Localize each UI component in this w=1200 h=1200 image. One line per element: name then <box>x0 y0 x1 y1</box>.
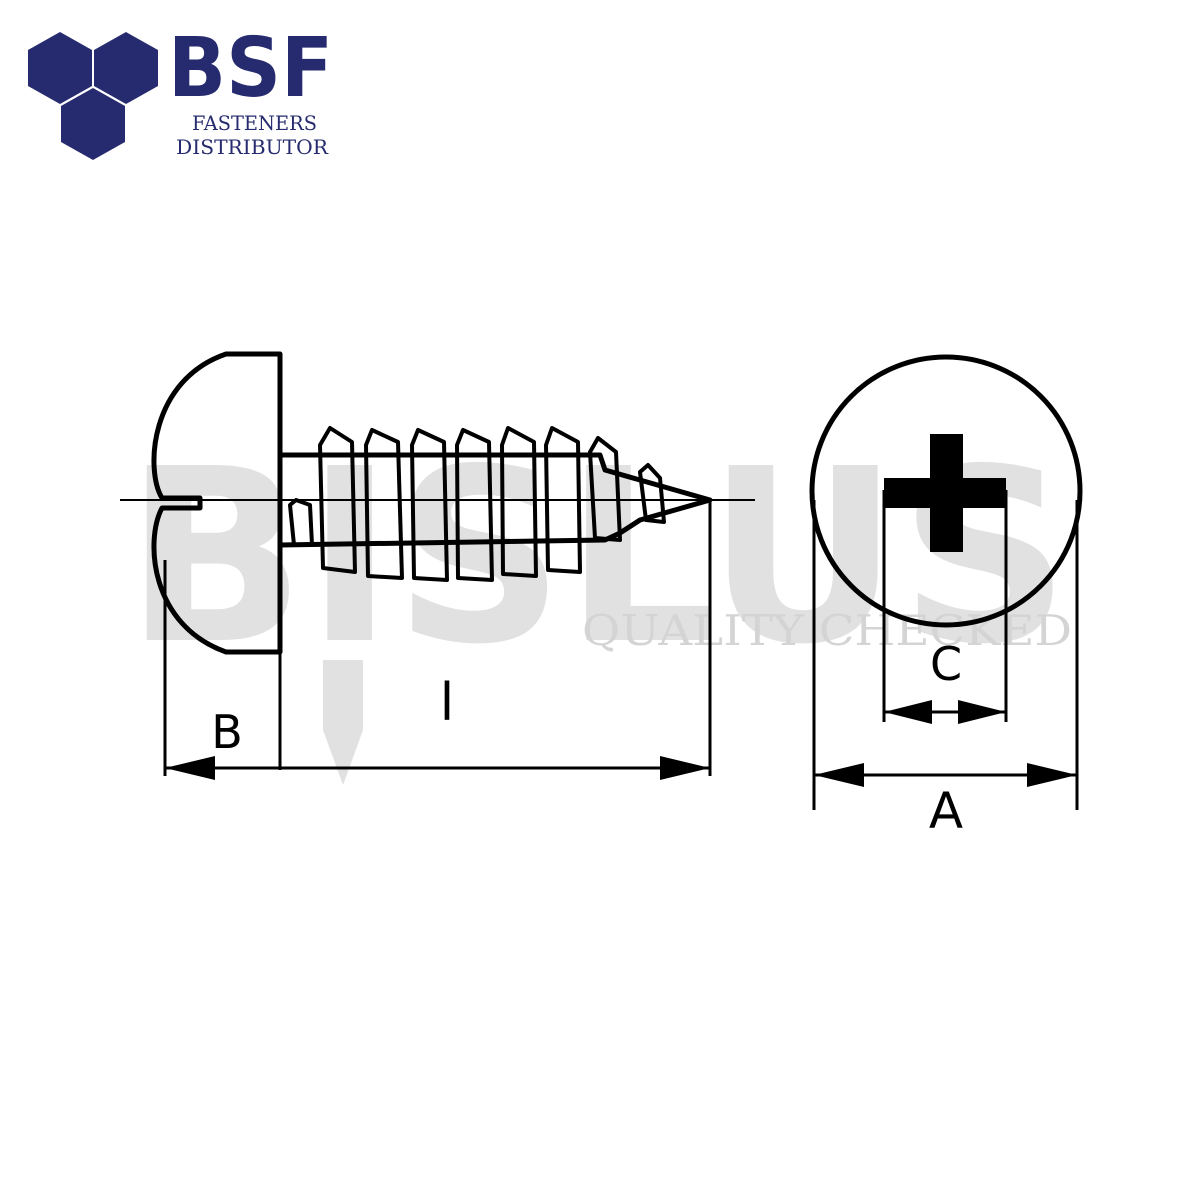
label-c: C <box>930 637 962 691</box>
brand-name: BSF <box>168 21 333 116</box>
brand-tagline-line2: DISTRIBUTOR <box>176 135 329 159</box>
label-l: l <box>440 673 454 733</box>
screw-top-view <box>809 354 1083 628</box>
head-circle <box>809 354 1083 628</box>
watermark-word: BISLUS <box>125 417 1070 697</box>
watermark: BISLUS QUALITY CHECKED <box>125 417 1072 785</box>
top-dimensions <box>812 490 1079 810</box>
label-b: B <box>211 705 243 759</box>
hexagon-cluster-icon <box>28 32 158 160</box>
screw-shank <box>277 452 713 548</box>
label-a: A <box>929 782 963 840</box>
brand-tagline-line1: FASTENERS <box>192 111 317 135</box>
watermark-tagline: QUALITY CHECKED <box>582 606 1072 655</box>
screw-side-view <box>120 351 755 655</box>
watermark-screw <box>323 660 363 785</box>
brand-logo: BSF FASTENERS DISTRIBUTOR <box>28 21 333 160</box>
screw-head <box>151 351 283 655</box>
phillips-recess-icon <box>884 434 1006 552</box>
side-dimensions <box>163 500 712 780</box>
